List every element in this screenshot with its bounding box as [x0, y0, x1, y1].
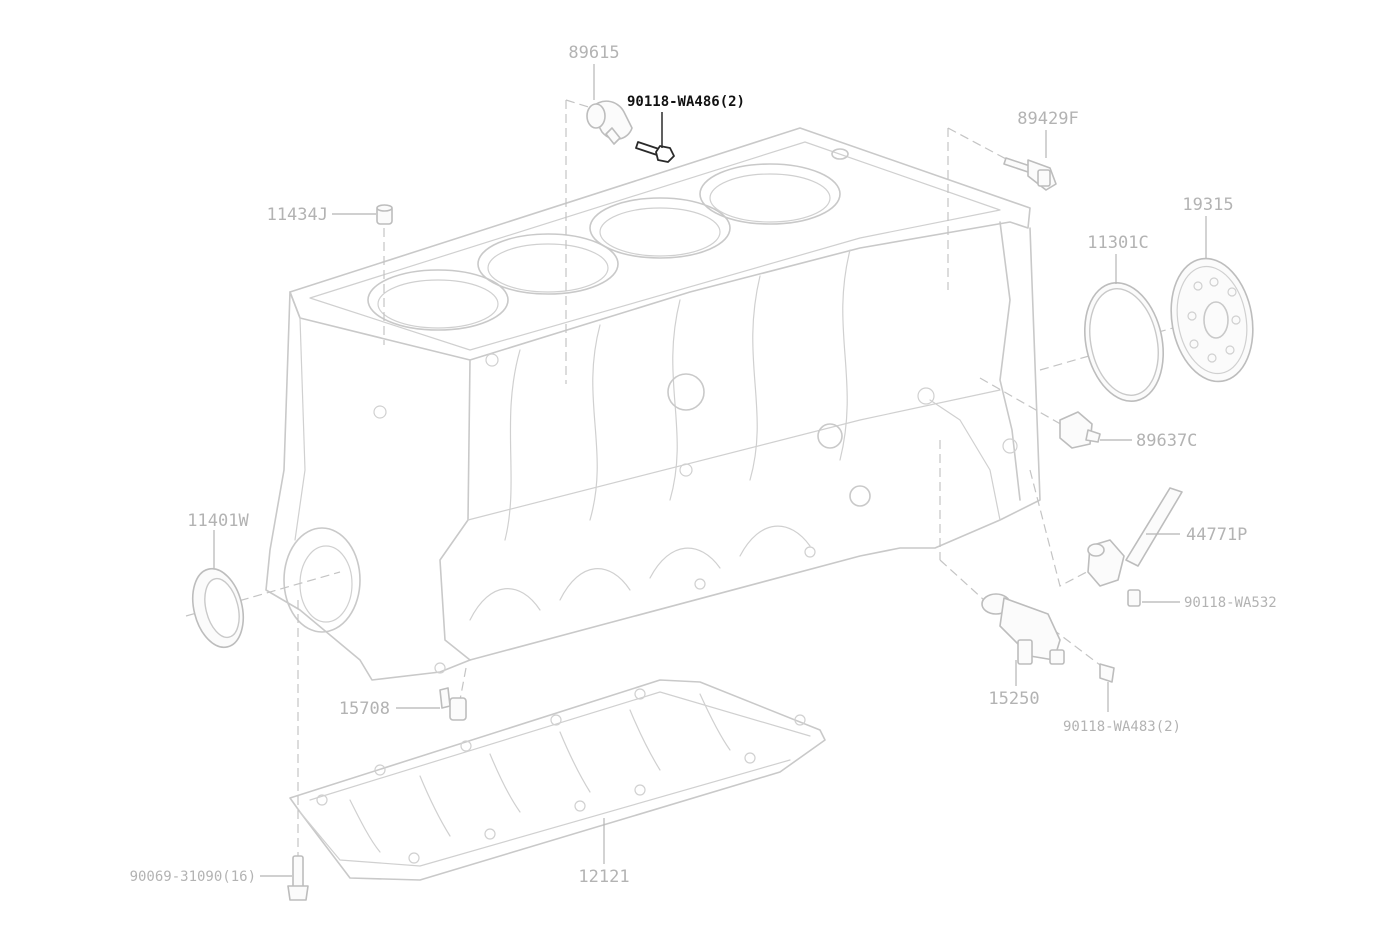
label-90118-wa486[interactable]: 90118-WA486(2) — [627, 94, 745, 110]
part-labels: 89615 90118-WA486(2) 89429F 11434J 19315… — [130, 43, 1277, 887]
label-19315[interactable]: 19315 — [1182, 195, 1233, 215]
knock-sensor-part — [586, 100, 633, 145]
temperature-sensor-part — [1059, 411, 1101, 449]
label-15708[interactable]: 15708 — [339, 699, 390, 719]
label-11401w[interactable]: 11401W — [187, 511, 249, 531]
label-90118-wa532[interactable]: 90118-WA532 — [1184, 595, 1277, 611]
highlighted-bolt-part[interactable] — [635, 141, 675, 163]
assembly-centerlines — [185, 99, 1181, 856]
valve-bolt-part — [1099, 663, 1115, 683]
label-44771p[interactable]: 44771P — [1186, 525, 1247, 545]
rear-cover-gasket-part — [1083, 281, 1165, 403]
plug-part — [376, 204, 393, 225]
label-11301c[interactable]: 11301C — [1087, 233, 1148, 253]
callout-leaders — [213, 64, 1207, 877]
label-89615[interactable]: 89615 — [568, 43, 619, 63]
label-90069-31090[interactable]: 90069-31090(16) — [130, 869, 256, 885]
rear-oil-seal-part — [191, 567, 245, 649]
label-12121[interactable]: 12121 — [578, 867, 629, 887]
oil-jet-valve-part — [439, 687, 467, 721]
label-89637c[interactable]: 89637C — [1136, 431, 1197, 451]
oil-pan-baffle — [289, 679, 826, 881]
label-11434j[interactable]: 11434J — [267, 205, 328, 225]
drive-plate-part — [1170, 257, 1254, 383]
label-15250[interactable]: 15250 — [988, 689, 1039, 709]
oil-pressure-sensor-part — [1003, 157, 1057, 191]
oil-pan-bolt-part — [287, 855, 309, 901]
oil-control-valve-part — [981, 593, 1065, 665]
fitting-bolt-part — [1127, 589, 1141, 607]
label-90118-wa483[interactable]: 90118-WA483(2) — [1063, 719, 1181, 735]
vacuum-pipe-fitting-part — [1087, 487, 1183, 587]
cylinder-block — [265, 127, 1041, 681]
label-89429f[interactable]: 89429F — [1017, 109, 1078, 129]
